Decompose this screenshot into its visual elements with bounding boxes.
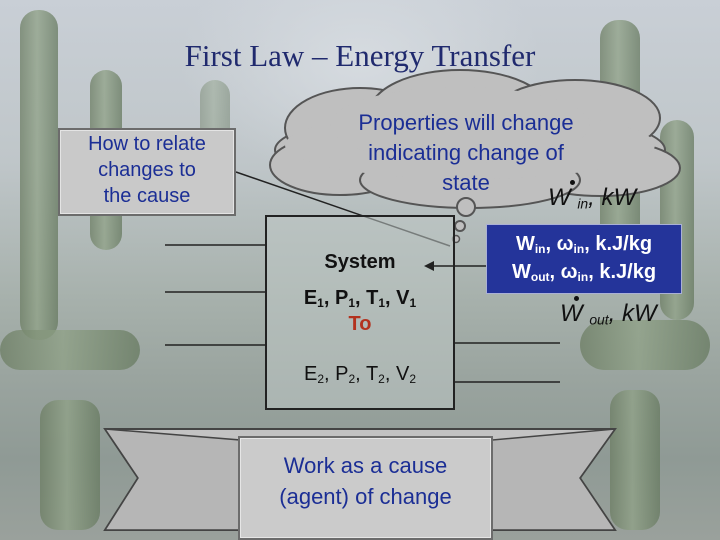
cloud-text: Properties will change indicating change… [322,108,610,198]
left-callout-text: How to relate changes to the cause [58,131,236,209]
system-label: System [324,251,396,273]
cloud-line: state [442,170,490,195]
callout-line: Work as a cause [283,453,448,478]
bottom-callout-text: Work as a cause (agent) of change [238,450,493,512]
system-final-state: E2, P2, T2, V2 [303,363,416,386]
cloud-line: indicating change of [368,140,564,165]
work-out-rate-label: W out, kW [560,300,657,328]
callout-line: changes to [98,159,196,181]
callout-line: (agent) of change [279,484,452,509]
rate-dot [570,180,575,185]
cactus-shape [580,320,710,370]
work-out-line: Wout, ωin, k.J/kg [511,261,657,284]
work-in-rate-label: W in, kW [548,184,637,212]
work-in-line: Win, ωin, k.J/kg [515,233,653,256]
slide-title: First Law – Energy Transfer [184,38,536,73]
callout-line: How to relate [88,133,206,155]
system-boundary [265,215,455,410]
work-quantities-box [486,224,682,294]
cactus-shape [20,10,58,340]
cactus-shape [610,390,660,530]
rate-dot [574,296,579,301]
cactus-shape [40,400,100,530]
surroundings-temperature: To [348,313,372,335]
callout-line: the cause [103,185,191,207]
bottom-callout-box [238,436,493,540]
cloud-line: Properties will change [358,110,574,135]
system-initial-state: E1, P1, T1, V1 [303,287,417,310]
left-callout-box [58,128,236,216]
cactus-shape [0,330,140,370]
